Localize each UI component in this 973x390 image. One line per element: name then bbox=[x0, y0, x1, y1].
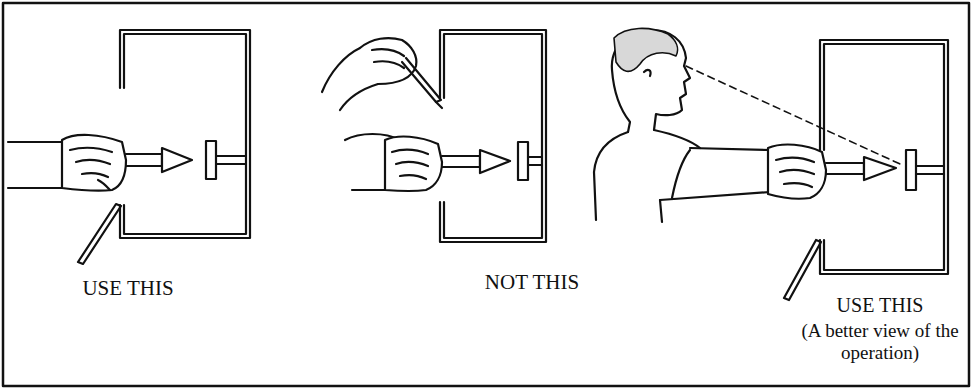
die bbox=[206, 141, 246, 179]
hand-with-tool bbox=[345, 134, 510, 191]
reaching-hand bbox=[322, 38, 442, 110]
press-frame bbox=[440, 30, 546, 242]
press-frame bbox=[120, 30, 250, 238]
operator bbox=[594, 28, 770, 222]
note-text: (A better view of the operation) bbox=[795, 320, 965, 364]
line-of-sight bbox=[686, 66, 900, 164]
panel-caption: NOT THIS bbox=[485, 270, 579, 294]
panel-caption: USE THIS bbox=[82, 276, 173, 300]
outer-frame bbox=[3, 3, 969, 386]
guard bbox=[78, 204, 121, 264]
die bbox=[906, 150, 944, 190]
die bbox=[518, 142, 542, 180]
panel-caption: USE THIS bbox=[837, 294, 924, 317]
guard bbox=[784, 240, 821, 300]
hand-with-tool bbox=[8, 135, 192, 191]
